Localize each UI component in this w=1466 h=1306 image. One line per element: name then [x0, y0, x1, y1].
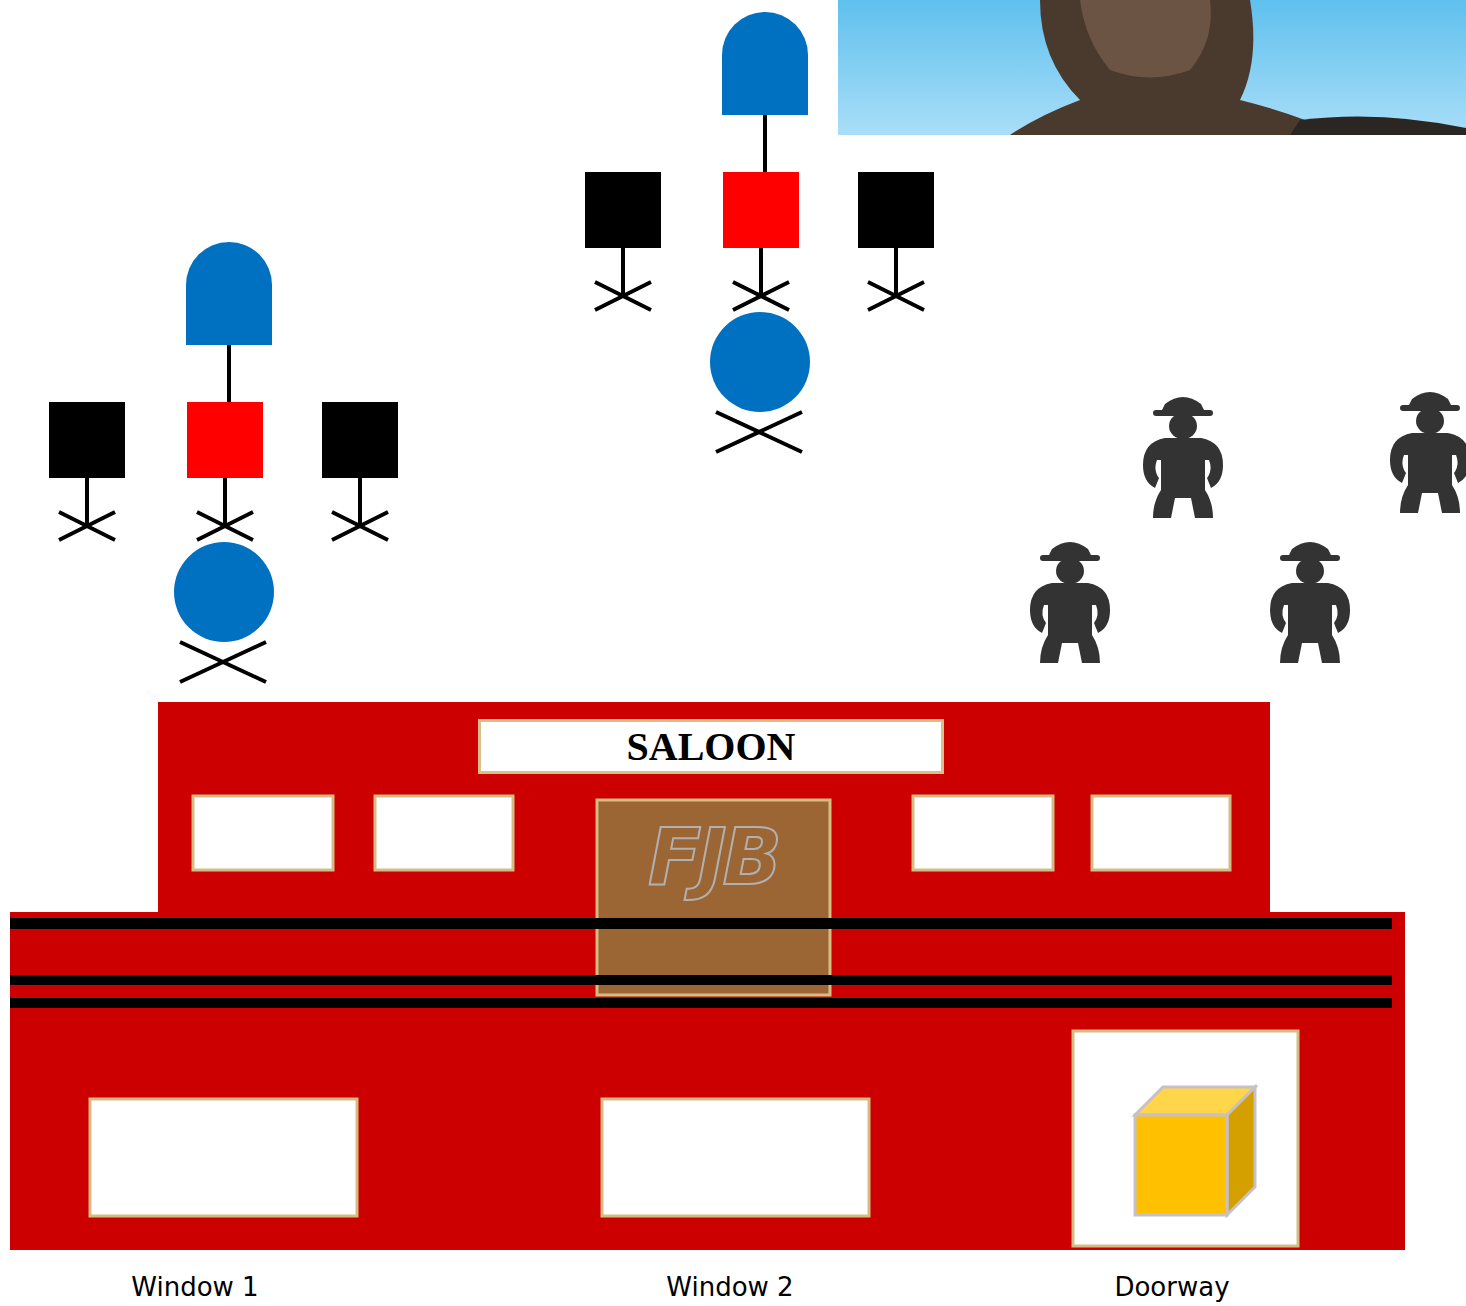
door-label: Doorway [1114, 1272, 1229, 1302]
cowboy-silhouette [1030, 542, 1110, 663]
photo [838, 0, 1466, 135]
balcony-door [597, 800, 830, 995]
figure-group [49, 242, 398, 682]
cowboy-silhouette [1390, 392, 1466, 513]
figure-group [585, 12, 934, 452]
gold-cube [1135, 1087, 1255, 1215]
window-label: Window 2 [666, 1272, 793, 1302]
saloon-sign: SALOON [478, 719, 944, 774]
sign-text: SALOON [627, 723, 796, 770]
window-label: Window 1 [131, 1272, 258, 1302]
beard [1010, 0, 1340, 135]
cowboy-silhouette [1143, 397, 1223, 518]
watermark: FJB [648, 812, 778, 902]
cowboy-silhouette [1270, 542, 1350, 663]
